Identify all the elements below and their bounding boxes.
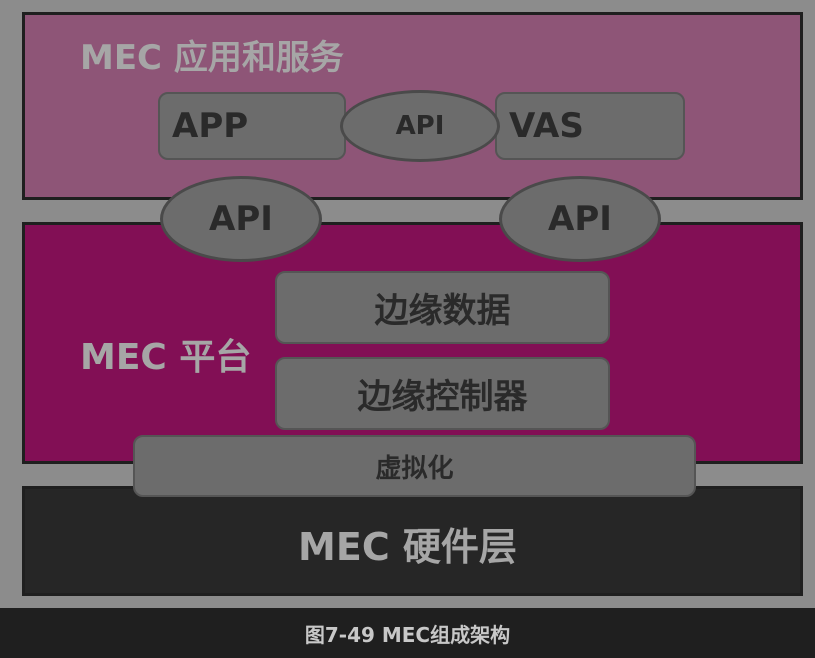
app-layer-title: MEC 应用和服务 [80, 38, 344, 78]
mec-hardware-layer [22, 486, 803, 596]
edge-data-box: 边缘数据 [275, 271, 610, 344]
platform-layer-title: MEC 平台 [80, 337, 252, 378]
app-box: APP [158, 92, 346, 160]
right-api-oval: API [499, 176, 661, 262]
figure-caption: 图7-49 MEC组成架构 [304, 622, 511, 647]
left-api-oval: API [160, 176, 322, 262]
virtualization-box: 虚拟化 [133, 435, 696, 497]
vas-box: VAS [495, 92, 685, 160]
hardware-layer-title: MEC 硬件层 [298, 525, 517, 569]
caption-bar: 图7-49 MEC组成架构 [0, 608, 815, 658]
edge-controller-box: 边缘控制器 [275, 357, 610, 430]
app-vas-api-oval: API [340, 90, 500, 162]
